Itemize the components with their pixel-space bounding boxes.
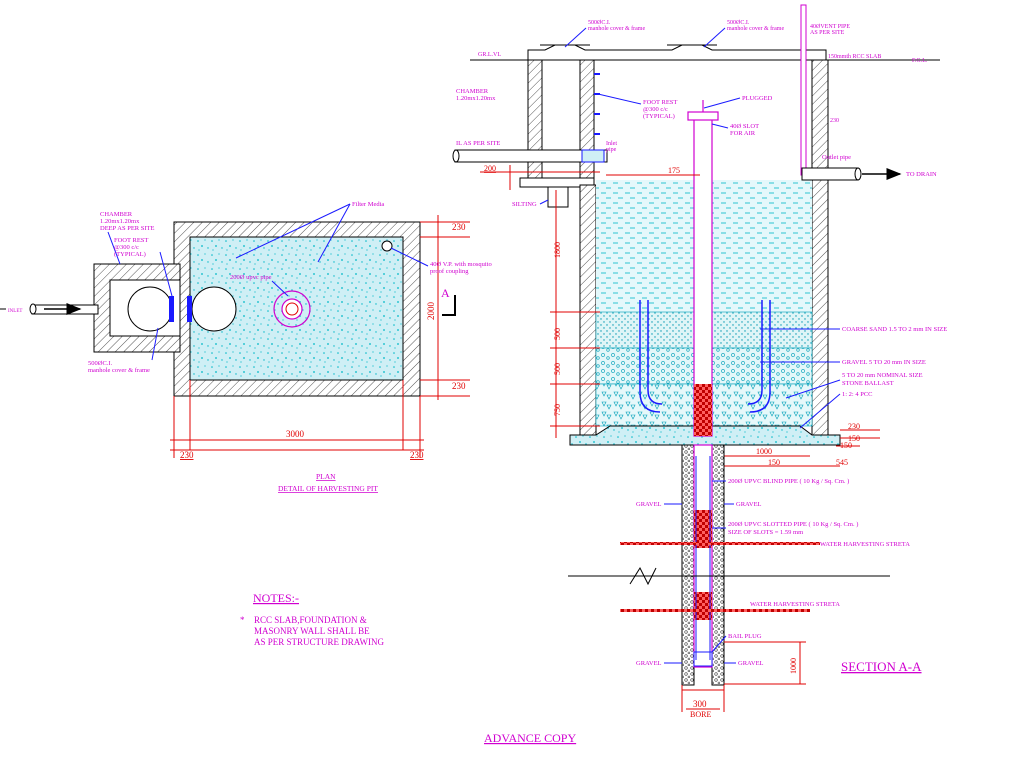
section-dims-left: 1800 500 500 750 xyxy=(550,190,600,438)
pipe-cap xyxy=(687,111,719,121)
inlet-label: INLET xyxy=(8,309,22,314)
gravel-right-1: GRAVEL xyxy=(736,501,762,508)
section-chamber-label: CHAMBER 1.20mx1.20mx xyxy=(456,88,496,102)
notes-text: RCC SLAB,FOUNDATION & MASONRY WALL SHALL… xyxy=(254,615,385,647)
pcc-label: 1: 2: 4 PCC xyxy=(842,391,873,398)
foot-rest-steps xyxy=(594,73,600,135)
slotted-segment-2 xyxy=(694,592,712,620)
dim-230-top: 230 xyxy=(452,222,466,232)
dim-1000: 1000 xyxy=(756,447,772,456)
fgl-label: F.G.L. xyxy=(912,58,928,64)
bore-label: BORE xyxy=(690,710,711,719)
wall-230-label: 230 xyxy=(830,118,839,124)
chamber-wall-right xyxy=(579,59,595,186)
upvc-pipe-core xyxy=(285,302,299,316)
vent-pipe-label: 40Ø V.P. with mosquito proof coupling xyxy=(430,261,493,275)
pit-wall-left xyxy=(579,184,597,436)
slot-label: 40Ø SLOT FOR AIR xyxy=(730,123,761,137)
coarse-sand-label: COARSE SAND 1.5 TO 2 mm IN SIZE xyxy=(842,326,947,333)
dim-230-bot: 230 xyxy=(452,381,466,391)
slotted-segment-1 xyxy=(694,510,712,548)
filter-media-label: Filter Media xyxy=(352,201,384,208)
upvc-pipe-label: 200Ø upvc pipe xyxy=(230,274,272,281)
blind-pipe-label: 200Ø UPVC BLIND PIPE ( 10 Kg / Sq. Cm. ) xyxy=(728,478,849,485)
inlet-pipe-label: Inlet pipe xyxy=(606,141,619,153)
foot-rest-mark xyxy=(187,296,192,322)
upvc-pipe-outer xyxy=(273,290,311,328)
silting-label: SILTING xyxy=(512,201,537,208)
il-site-label: IL AS PER SITE xyxy=(456,140,500,147)
plan-dims-bottom: 3000 230 230 xyxy=(170,380,424,460)
outlet-pipe xyxy=(801,167,859,181)
plan-manhole-label: 500ØC.I. manhole cover & frame xyxy=(88,360,150,374)
dim-230-left: 230 xyxy=(180,450,194,460)
dim-200: 200 xyxy=(484,164,496,173)
plan-dims-right: 230 2000 230 xyxy=(420,215,470,400)
rcc-slab xyxy=(527,44,827,61)
outlet-pipe-label: Outlet pipe xyxy=(822,154,851,161)
chamber-wall-left xyxy=(527,59,543,186)
notes-bullet: * xyxy=(240,615,245,625)
slotted-pipe-label: 200Ø UPVC SLOTTED PIPE ( 10 Kg / Sq. Cm.… xyxy=(728,521,860,536)
vent-pipe xyxy=(800,4,807,176)
dim-230b: 230 xyxy=(848,422,860,431)
section-dims-bottom: 1000 150 545 230 150 150 xyxy=(712,422,880,467)
plan-title: PLAN xyxy=(316,472,336,481)
section-foot-rest-label: FOOT REST @300 c/c (TYPICAL) xyxy=(643,99,679,120)
dim-545: 545 xyxy=(836,458,848,467)
dim-150a: 150 xyxy=(768,458,780,467)
section-mark-a: A xyxy=(441,286,450,300)
plan-chamber-label: CHAMBER 1.20mx1.20mx DEEP AS PER SITE xyxy=(100,211,155,232)
gravel-left-1: GRAVEL xyxy=(636,501,662,508)
dim-500a: 500 xyxy=(553,328,562,340)
section-title: SECTION A-A xyxy=(841,659,922,674)
plugged-label: PLUGGED xyxy=(742,95,773,102)
dim-1800: 1800 xyxy=(553,242,562,258)
plan-view: INLET A 230 2000 230 3000 230 230 xyxy=(0,201,493,493)
to-drain-label: TO DRAIN xyxy=(906,171,937,178)
rcc-slab-label: 150mmth RCC SLAB xyxy=(828,54,881,60)
bore-pipe xyxy=(693,444,713,668)
dim-150b: 150 xyxy=(848,434,860,443)
manhole-cover-circle xyxy=(127,286,173,332)
vent-pipe-circle xyxy=(381,240,393,252)
gravel-left-2: GRAVEL xyxy=(636,660,662,667)
slotted-segment-upper xyxy=(694,384,712,436)
dim-150c: 150 xyxy=(840,441,852,450)
filter-manhole-circle xyxy=(191,286,237,332)
plan-foot-rest-label: FOOT REST @300 c/c (TYPICAL) xyxy=(114,237,150,258)
dim-300: 300 xyxy=(693,699,707,709)
dim-1000b: 1000 xyxy=(789,658,798,674)
gravel-right-2: GRAVEL xyxy=(738,660,764,667)
silting-pit xyxy=(547,186,569,208)
bore-gravel-left xyxy=(681,444,695,686)
notes-block: NOTES:- * RCC SLAB,FOUNDATION & MASONRY … xyxy=(240,591,385,647)
ballast-label: 5 TO 20 mm NOMINAL SIZE STONE BALLAST xyxy=(842,372,924,387)
manhole-right-label: 500ØC.I. manhole cover & frame xyxy=(727,20,784,32)
vent-label: 40ØVENT PIPE AS PER SITE xyxy=(810,24,852,36)
section-view: GR.L.VL F.G.L. xyxy=(452,4,947,719)
foot-rest-mark xyxy=(169,296,174,322)
strata-band-1 xyxy=(620,542,820,545)
dim-750: 750 xyxy=(553,404,562,416)
plan-subtitle: DETAIL OF HARVESTING PIT xyxy=(278,484,378,493)
bail-plug xyxy=(693,651,713,667)
notes-heading: NOTES:- xyxy=(253,591,299,605)
gravel-label: GRAVEL 5 TO 20 mm IN SIZE xyxy=(842,359,926,366)
upvc-pipe-inner xyxy=(281,298,303,320)
grl-label: GR.L.VL xyxy=(478,52,501,58)
dim-230-right: 230 xyxy=(410,450,424,460)
bail-plug-label: BAIL PLUG xyxy=(728,633,762,640)
advance-copy-label: ADVANCE COPY xyxy=(484,731,576,745)
dim-2000: 2000 xyxy=(426,302,436,321)
strata-label-1: WATER HARVESTING STRETA xyxy=(820,541,910,548)
dim-500b: 500 xyxy=(553,363,562,375)
dim-175: 175 xyxy=(668,166,680,175)
dim-3000: 3000 xyxy=(286,429,305,439)
strata-label-2: WATER HARVESTING STRETA xyxy=(750,601,840,608)
manhole-left-label: 500ØC.I. manhole cover & frame xyxy=(588,20,645,32)
pit-wall-right xyxy=(811,59,829,436)
strata-band-2 xyxy=(620,609,810,612)
